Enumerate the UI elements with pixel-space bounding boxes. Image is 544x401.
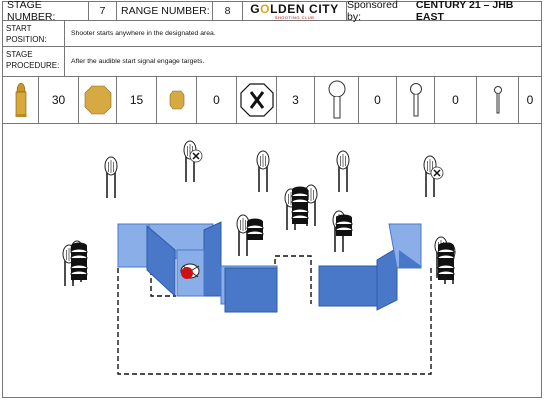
stage-procedure-label: STAGE PROCEDURE:	[3, 47, 65, 76]
club-logo-title: GOLDEN CITY	[250, 1, 339, 16]
small-steel-plate-icon	[477, 77, 519, 123]
large-steel-plate-icon	[315, 77, 359, 123]
small-paper-target-count: 0	[197, 77, 237, 123]
start-position-label: START POSITION:	[3, 21, 65, 46]
paper-target-icon	[79, 77, 117, 123]
sponsor-prefix: Sponsored by:	[347, 0, 398, 23]
medium-steel-plate-count: 0	[435, 77, 477, 123]
paper-target-count: 15	[117, 77, 157, 123]
medium-steel-plate-icon	[397, 77, 435, 123]
large-steel-plate-count: 0	[359, 77, 397, 123]
sponsor: Sponsored by: CENTURY 21 – JHB EAST	[347, 0, 541, 23]
sponsor-name: CENTURY 21 – JHB EAST	[415, 0, 514, 23]
wall-segments	[117, 221, 422, 313]
range-number-value: 8	[213, 2, 243, 20]
shooter-start-marker	[180, 263, 200, 279]
club-logo: GOLDEN CITY SHOOTING CLUB	[243, 2, 347, 20]
small-steel-plate-count: 0	[526, 93, 534, 107]
no-shoot-count: 3	[277, 77, 315, 123]
club-logo-subtitle: SHOOTING CLUB	[274, 14, 315, 20]
start-position-text: Shooter starts anywhere in the designate…	[71, 30, 216, 37]
stage-number-label: STAGE NUMBER:	[3, 0, 89, 23]
stage-procedure-text: After the audible start signal engage ta…	[71, 58, 205, 65]
no-shoot-icon	[237, 77, 277, 123]
ammo-round-icon	[3, 77, 39, 123]
stage-procedure-row: STAGE PROCEDURE: After the audible start…	[2, 47, 542, 77]
range-number-label: RANGE NUMBER:	[117, 2, 213, 20]
header-row: STAGE NUMBER: 7 RANGE NUMBER: 8 GOLDEN C…	[2, 0, 542, 23]
stage-diagram	[2, 124, 542, 398]
small-paper-target-icon	[157, 77, 197, 123]
ammo-count: 30	[39, 77, 79, 123]
stage-number-value: 7	[89, 2, 117, 20]
start-position-row: START POSITION: Shooter starts anywhere …	[2, 21, 542, 47]
target-count-row: 30 15 0 3 0	[2, 77, 542, 124]
